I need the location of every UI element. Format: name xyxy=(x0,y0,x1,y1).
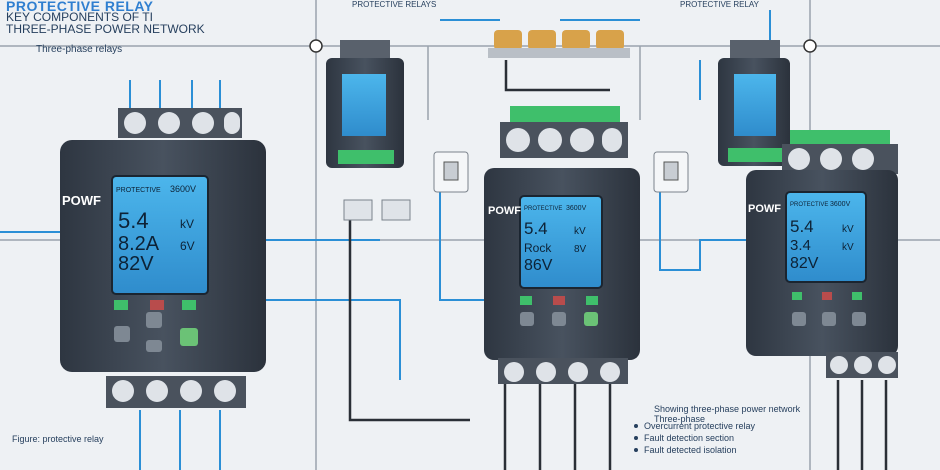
insulator-bank xyxy=(488,30,630,58)
legend-bullet xyxy=(634,436,638,440)
legend-item: Overcurrent protective relay xyxy=(644,421,756,431)
relay2-line3: 86V xyxy=(524,257,553,274)
legend-title: Showing three-phase power network xyxy=(654,404,801,414)
small-relay-right xyxy=(718,40,790,166)
small-relay-left xyxy=(326,40,404,168)
legend-bullet xyxy=(634,448,638,452)
legend-subtitle: Three-phase xyxy=(654,414,706,424)
relay1-line2-unit: 6V xyxy=(180,239,195,253)
relay1-brand: POWF xyxy=(62,193,101,208)
relay3-line1: 5.4 xyxy=(790,217,814,236)
relay-unit-3 xyxy=(746,130,898,378)
legend-item: Fault detected isolation xyxy=(644,445,737,455)
relay1-screen-top-right: 3600V xyxy=(170,184,196,194)
relay1-line2: 8.2A xyxy=(118,233,160,255)
diagram-subtitle-1: KEY COMPONENTS OF TI xyxy=(6,10,153,24)
relay2-line2: Rock xyxy=(524,241,552,255)
relay1-screen-top-left: PROTECTIVE xyxy=(116,187,161,194)
bottom-caption: Figure: protective relay xyxy=(12,434,104,444)
relay2-screen-top-right: 3600V xyxy=(566,205,587,212)
relay2-line1-unit: kV xyxy=(574,226,586,237)
relay-unit-2 xyxy=(484,106,640,384)
relay3-screen-top-left: PROTECTIVE xyxy=(790,202,828,208)
relay2-line1: 5.4 xyxy=(524,219,548,238)
relay3-screen-top-right: 3600V xyxy=(830,201,851,208)
dark-wires xyxy=(348,60,888,470)
legend-bullet xyxy=(634,424,638,428)
relay1-line1-unit: kV xyxy=(180,217,194,231)
legend-item: Fault detection section xyxy=(644,433,735,443)
relay2-brand: POWF xyxy=(488,205,521,217)
diagram-subtitle-3: Three-phase relays xyxy=(36,44,123,55)
relay3-line3: 82V xyxy=(790,255,819,272)
relay3-brand: POWF xyxy=(748,203,781,215)
relay1-line3: 82V xyxy=(118,253,154,275)
blue-wires xyxy=(0,10,771,470)
relay3-line1-unit: kV xyxy=(842,224,854,235)
top-label-left: PROTECTIVE RELAYS xyxy=(352,0,437,9)
junction-node xyxy=(309,39,323,53)
relay-unit-1 xyxy=(60,108,266,408)
relay1-line1: 5.4 xyxy=(118,208,149,233)
relay2-line2-unit: 8V xyxy=(574,244,587,255)
top-label-right: PROTECTIVE RELAY xyxy=(680,0,759,9)
diagram-title: PROTECTIVE RELAY xyxy=(6,0,154,14)
diagram-subtitle-2: THREE-PHASE POWER NETWORK xyxy=(6,22,205,36)
junction-node xyxy=(803,39,817,53)
relay3-line2-unit: kV xyxy=(842,242,854,253)
switch-boxes xyxy=(343,151,689,221)
relay3-line2: 3.4 xyxy=(790,237,811,254)
relay2-screen-top-left: PROTECTIVE xyxy=(524,206,562,212)
